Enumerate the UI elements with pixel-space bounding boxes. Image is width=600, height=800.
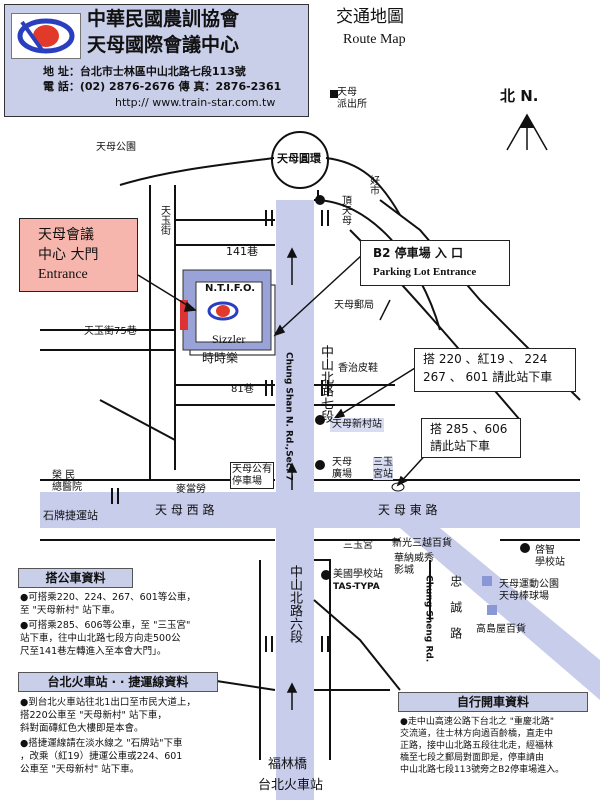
label-dingmu: 頂天母 (339, 195, 351, 225)
train-info-item: ●搭捷運線請在淡水線之 "石牌站"下車 ，改乘（紅19）捷運公車或224、601… (20, 738, 183, 775)
label-sports-park: 天母運動公園 天母棒球場 (499, 579, 559, 602)
north-label: 北 N. (500, 87, 539, 105)
label-xincun-station: 天母新村站 (330, 418, 384, 432)
label-rongmin: 榮 民 總醫院 (52, 470, 82, 493)
label-haoshi: 好市 (367, 175, 379, 195)
label-zhongcheng-en: Chung Sheng Rd. (423, 575, 434, 663)
train-info-title: 台北火車站 ‧ ‧ 捷運線資料 (18, 672, 218, 692)
map-title-zh: 交通地圖 (336, 7, 404, 27)
tianmu-w-e-rd (40, 492, 580, 528)
logo-icon (11, 13, 81, 59)
bus-info-item: ●可搭乘285、606等公車，至 "三玉宮" 站下車，往中山北路七段方向走500… (20, 620, 191, 657)
address: 地 址：台北市士林區中山北路七段113號 (43, 65, 246, 78)
label-qiming: 啓智 學校站 (535, 545, 565, 568)
label-tianmu-park: 天母公園 (96, 142, 136, 153)
label-public-parking: 天母公有 停車場 (230, 462, 274, 489)
train-info-item: ●到台北火車站往北1出口至市民大道上， 搭220公車至 "天母新村" 站下車， … (20, 697, 196, 734)
label-police: 天母 派出所 (337, 87, 367, 110)
drive-info-title: 自行開車資料 (398, 692, 588, 712)
label-sanyu-station: 三玉 宮站 (373, 457, 393, 480)
label-fulin-bridge: 福林橋 (268, 757, 308, 772)
parking-entrance-callout: B2 停車場 入 口 Parking Lot Entrance (360, 240, 510, 286)
label-tianmu-square: 天母 廣場 (332, 457, 352, 480)
label-roundabout: 天母圓環 (277, 152, 321, 165)
label-zhongcheng: 忠 誠 路 (448, 575, 463, 639)
phone: 電 話：(02) 2876-2676 傳 真：2876-2361 (43, 80, 282, 93)
bus-stop-callout-2: 搭 285 、606 請此站下車 (421, 418, 521, 458)
building-name: N.T.I.F.O. (205, 283, 256, 294)
label-shipai-mrt: 石牌捷運站 (43, 509, 98, 522)
label-lane-141: 141巷 (226, 245, 258, 258)
label-shin-kong: 新光三越百貨 (392, 538, 452, 549)
label-xiangzhi: 香治皮鞋 (338, 363, 378, 374)
website-link[interactable]: http:// www.train-star.com.tw (115, 96, 276, 109)
restaurant-name-zh: 時時樂 (202, 351, 239, 365)
label-tianmu-e-rd: 天 母 東 路 (378, 503, 438, 517)
label-tianyu-st: 天玉街 (158, 205, 170, 235)
bus-info-title: 搭公車資料 (18, 568, 133, 588)
label-warner: 華納威秀 影城 (394, 553, 434, 576)
label-zhongshan-7: 中山北路七段 (317, 345, 333, 423)
label-zhongshan-7-en: Chung Shan N. Rd.,Sec. 7 (283, 352, 294, 481)
label-taipei-station: 台北火車站 (258, 778, 324, 793)
building-logo-icon (205, 298, 241, 324)
label-takashimaya: 高島屋百貨 (476, 624, 526, 635)
map-title-en: Route Map (343, 32, 406, 47)
label-post-office: 天母郵局 (334, 300, 374, 311)
bus-info-item: ●可搭乘220、224、267、601等公車， 至 "天母新村" 站下車。 (20, 592, 196, 616)
label-tianmu-w-rd: 天 母 西 路 (155, 503, 215, 517)
restaurant-name: Sizzler (212, 332, 246, 346)
label-lane-81: 81巷 (231, 384, 254, 395)
roundabout-ring (271, 131, 329, 189)
label-mcdonalds: 麥當勞 (176, 484, 206, 495)
header-panel: 中華民國農訓協會 天母國際會議中心 地 址：台北市士林區中山北路七段113號 電… (4, 4, 309, 117)
bus-stop-callout-1: 搭 220 、紅19 、 224 267 、 601 請此站下車 (414, 348, 576, 392)
center-name: 天母國際會議中心 (87, 34, 240, 56)
label-american-school: 美國學校站 (333, 569, 383, 580)
org-name: 中華民國農訓協會 (87, 8, 240, 30)
zhongcheng-rd (400, 528, 600, 700)
label-zhongshan-6: 中山北路六段 (286, 565, 302, 643)
drive-info-item: ●走中山高速公路下台北之 "重慶北路" 交流道，往士林方向過百齡橋，直走中 正路… (400, 717, 565, 775)
label-tas: TAS-TYPA (333, 582, 380, 592)
label-sanyu-temple: 三玉宮 (343, 540, 373, 551)
entrance-callout: 天母會議 中心 大門 Entrance (19, 218, 138, 292)
label-lane-75: 天玉街75巷 (84, 326, 137, 337)
